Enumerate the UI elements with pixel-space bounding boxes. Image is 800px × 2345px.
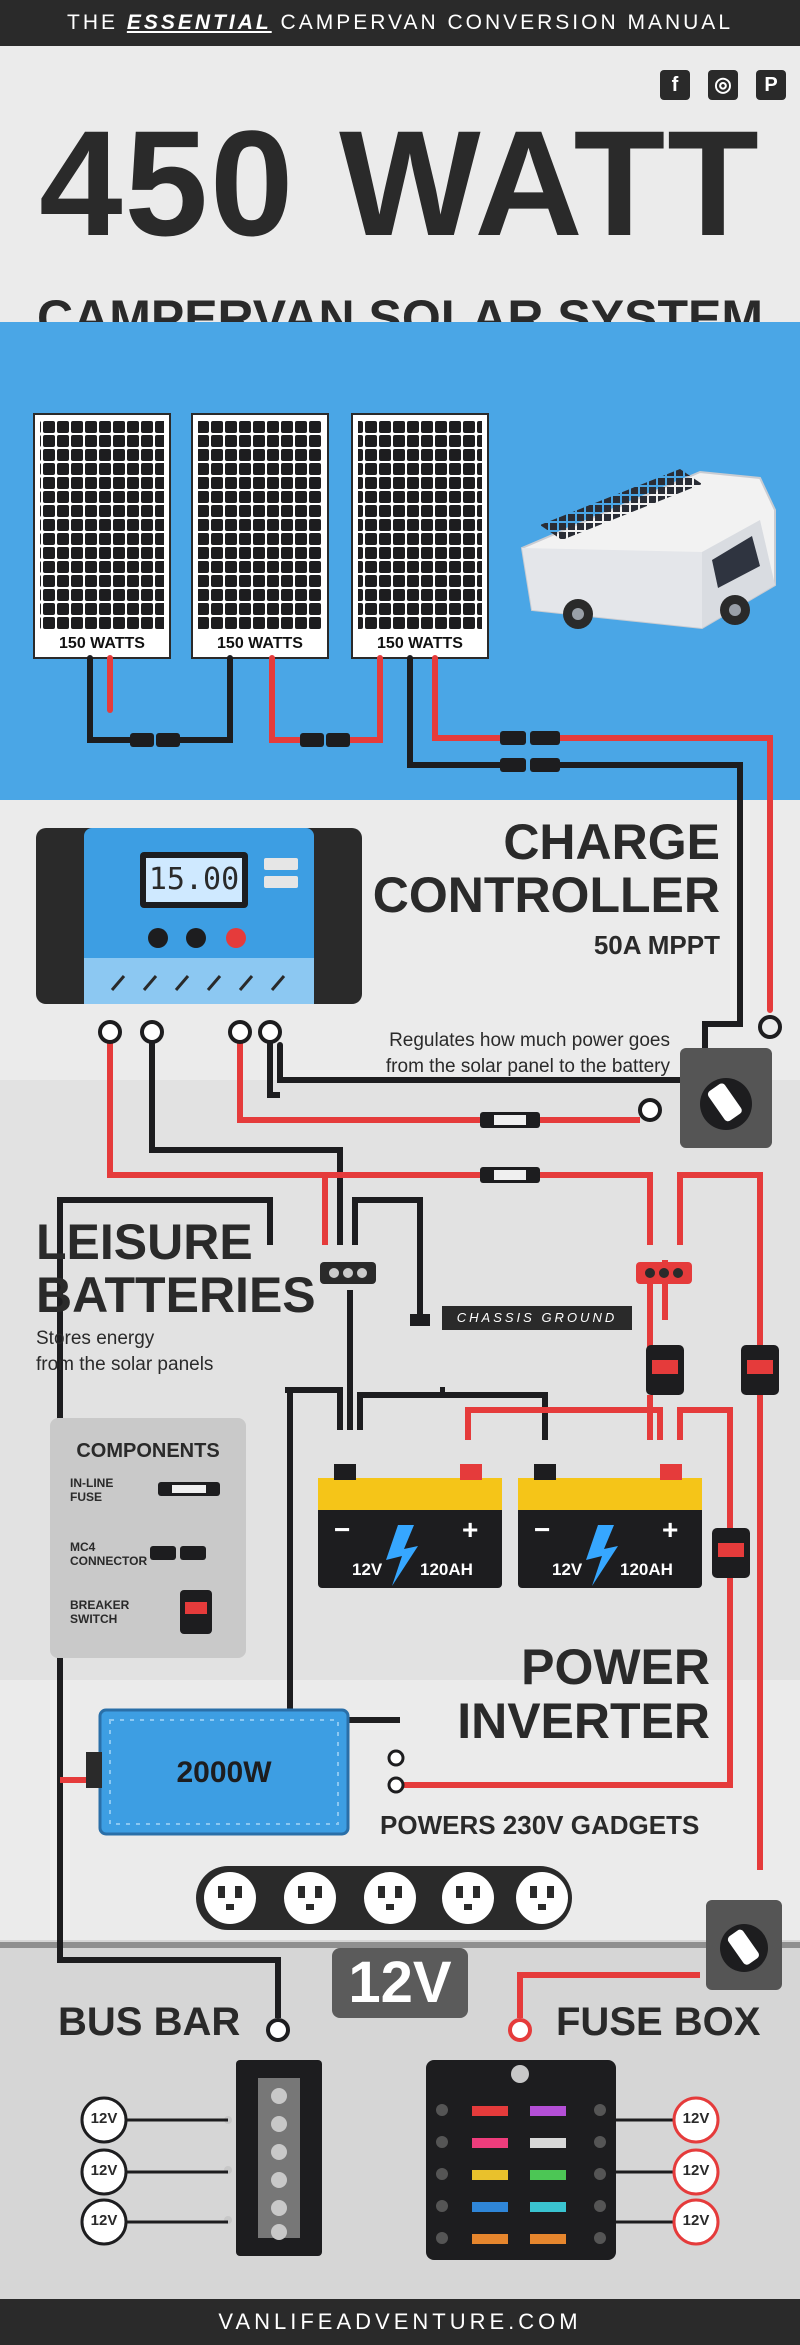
manual-prefix: THE — [67, 11, 127, 34]
fuse-box-badges — [672, 2096, 720, 2246]
legend-fuse-line1: IN-LINE — [70, 1476, 114, 1490]
components-title: COMPONENTS — [76, 1440, 220, 1462]
legend-breaker-line2: SWITCH — [70, 1612, 118, 1626]
bus-bar-title: BUS BAR — [58, 2000, 241, 2044]
bus-bar-badge-2: 12V — [90, 2162, 118, 2179]
fuse-box-terminal — [508, 2018, 532, 2042]
components-legend — [50, 1418, 246, 1658]
inverter-title-line1: POWER — [521, 1639, 710, 1695]
fuse-box-badge-3: 12V — [682, 2212, 710, 2229]
manual-suffix: CAMPERVAN CONVERSION MANUAL — [271, 11, 733, 34]
bus-bar-badge-3: 12V — [90, 2212, 118, 2229]
legend-mc4-line1: MC4 — [70, 1540, 96, 1554]
controller-title-line2: CONTROLLER — [372, 867, 720, 923]
leisure-desc-line2: from the solar panels — [36, 1354, 214, 1375]
controller-title-line1: CHARGE — [503, 814, 720, 870]
ring-terminal — [758, 1015, 782, 1039]
power-inverter — [86, 1708, 405, 1836]
battery-1-minus: − — [334, 1514, 351, 1545]
breaker-switch-3 — [712, 1528, 750, 1578]
solar-panel-2 — [191, 413, 329, 659]
isolator-switch-2 — [706, 1900, 782, 1990]
twelve-volt-wiring — [57, 1900, 700, 2018]
leisure-title-line1: LEISURE — [36, 1214, 253, 1270]
panel-1-label: 150 WATTS — [59, 635, 145, 652]
twelve-volt-label: 12V — [348, 1950, 452, 2015]
controller-display: 15.00 — [148, 862, 240, 897]
pinterest-icon[interactable]: P — [756, 70, 786, 100]
controller-wiring — [107, 1040, 763, 1870]
battery-1 — [318, 1464, 502, 1588]
instagram-icon[interactable]: ◎ — [708, 70, 738, 100]
bus-bar-badges — [80, 2096, 128, 2246]
battery-2 — [518, 1464, 702, 1588]
breaker-switch-2 — [741, 1345, 779, 1395]
solar-panel-3 — [351, 413, 489, 659]
legend-mc4-line2: CONNECTOR — [70, 1554, 148, 1568]
inline-fuse-1 — [480, 1112, 540, 1128]
controller-desc-line2: from the solar panel to the battery — [385, 1056, 670, 1077]
controller-terminals — [98, 1020, 662, 1122]
breaker-switch-1 — [646, 1345, 684, 1395]
header-bar: THE ESSENTIAL CAMPERVAN CONVERSION MANUA… — [0, 0, 800, 46]
fuse-box-badge-2: 12V — [682, 2162, 710, 2179]
inverter-rating: 2000W — [176, 1756, 272, 1789]
battery-2-capacity: 120AH — [620, 1560, 673, 1579]
chassis-ground — [410, 1288, 632, 1330]
battery-1-plus: + — [462, 1514, 479, 1545]
fuse-box-leads — [616, 2118, 674, 2224]
battery-2-voltage: 12V — [552, 1560, 583, 1579]
inverter-title-line2: INVERTER — [457, 1693, 710, 1749]
fuse-box-title: FUSE BOX — [556, 2000, 761, 2044]
manual-emphasis: ESSENTIAL — [126, 11, 272, 34]
isolator-switch-1 — [680, 1048, 772, 1148]
controller-desc-line1: Regulates how much power goes — [389, 1030, 670, 1051]
battery-1-voltage: 12V — [352, 1560, 383, 1579]
mc4-connectors — [130, 731, 560, 772]
leisure-title-line2: BATTERIES — [36, 1267, 316, 1323]
controller-spec: 50A MPPT — [593, 930, 720, 960]
panel-wiring — [87, 655, 773, 1083]
footer-site[interactable]: VANLIFEADVENTURE.COM — [0, 2299, 800, 2345]
charge-controller — [36, 828, 362, 1004]
leisure-desc-line1: Stores energy — [36, 1328, 155, 1349]
panel-2-label: 150 WATTS — [217, 635, 303, 652]
battery-2-minus: − — [534, 1514, 551, 1545]
legend-breaker-line1: BREAKER — [70, 1598, 130, 1612]
negative-bus-bar — [320, 1262, 376, 1284]
bus-bar-terminal — [266, 2018, 290, 2042]
battery-2-plus: + — [662, 1514, 679, 1545]
campervan-illustration — [520, 469, 776, 630]
solar-panel-1 — [33, 413, 171, 659]
panel-3-label: 150 WATTS — [377, 635, 463, 652]
main-title: 450 WATT — [39, 99, 761, 267]
fuse-box-unit — [426, 2060, 616, 2260]
battery-1-capacity: 120AH — [420, 1560, 473, 1579]
facebook-icon[interactable]: f — [660, 70, 690, 100]
legend-fuse-line2: FUSE — [70, 1490, 103, 1504]
inverter-desc: POWERS 230V GADGETS — [380, 1810, 700, 1840]
outlet-strip — [196, 1866, 572, 1930]
inline-fuse-2 — [480, 1167, 540, 1183]
chassis-ground-label: CHASSIS GROUND — [456, 1310, 618, 1325]
fuse-box-badge-1: 12V — [682, 2110, 710, 2127]
bus-bar-leads — [122, 2118, 228, 2224]
bus-bar-badge-1: 12V — [90, 2110, 118, 2127]
bus-bar-unit — [224, 2060, 322, 2256]
twelve-volt-badge-bg — [332, 1948, 468, 2018]
positive-bus-bar — [636, 1262, 692, 1284]
